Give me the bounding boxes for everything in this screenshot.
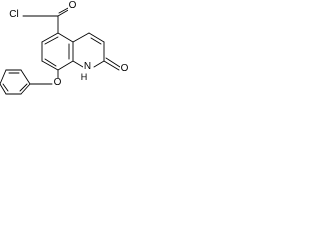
chlorine-label: Cl	[6, 10, 22, 20]
right-ring-bond-bottom-left	[72, 60, 84, 68]
right-ring-bond-bottom-right	[93, 60, 105, 68]
lactam-carbonyl-double-bond-a	[103, 60, 120, 71]
ring-hydrogen-label: H	[80, 72, 88, 82]
left-ring-inner-bond-b	[44, 58, 57, 67]
benzyl-ring-bond-right-bottom	[20, 83, 31, 95]
left-ring-bond-top-left	[41, 32, 59, 43]
benzyl-ring-bond-left-top	[0, 69, 7, 85]
benzyl-ring-inner-bond-c	[19, 83, 28, 92]
benzyl-ring-inner-bond-b	[2, 83, 9, 92]
lactam-oxygen-label: O	[120, 63, 129, 74]
left-ring-inner-bond-a	[44, 36, 59, 45]
left-ring-bond-bottom-right	[57, 60, 74, 71]
right-ring-bond-top-right	[88, 32, 105, 43]
lactam-carbonyl-double-bond-b	[105, 57, 121, 68]
benzyl-ring-bond-left-bottom	[0, 83, 7, 95]
ether-oxygen-label: O	[53, 77, 62, 88]
benzyl-ring-bond-right-top	[20, 69, 31, 85]
ketone-oxygen-label: O	[68, 0, 77, 11]
right-ring-bond-top	[72, 32, 90, 43]
chemical-structure-diagram: Cl O N H O O	[0, 0, 144, 95]
right-ring-inner-bond	[90, 37, 102, 45]
ring-nitrogen-label: N	[83, 61, 92, 72]
left-ring-bond-bottom-left	[41, 60, 59, 71]
left-ring-bond-top-right	[57, 32, 74, 43]
molecule-bond-drawing	[0, 6, 121, 95]
